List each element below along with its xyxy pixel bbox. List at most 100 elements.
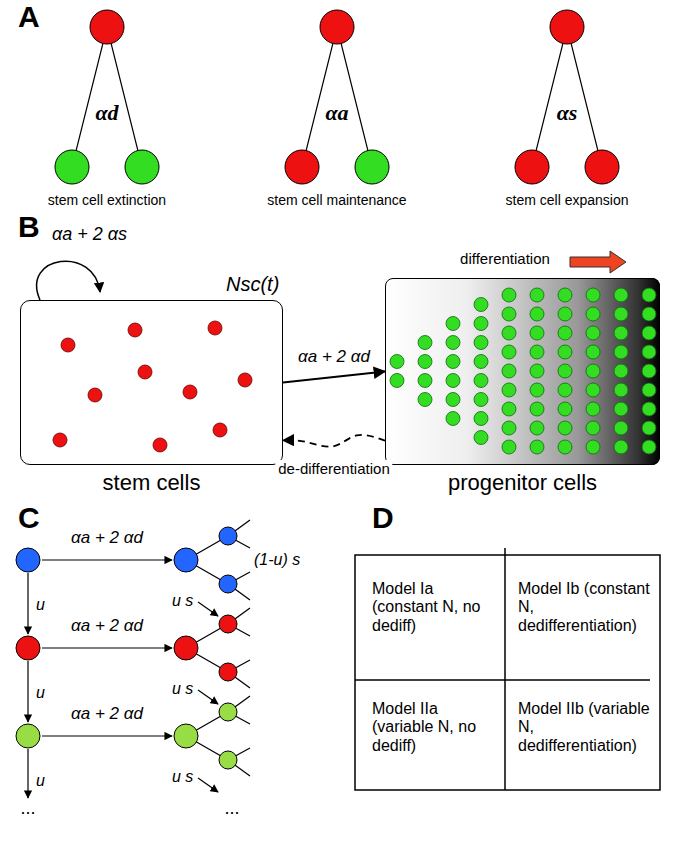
progenitor-dot [530, 364, 544, 378]
stem-cell-dot [213, 423, 227, 437]
rate-symbol: αs [557, 100, 578, 125]
progenitor-dot [530, 307, 544, 321]
math-label: u s [172, 680, 193, 698]
progenitor-dot [586, 364, 600, 378]
progenitor-dot [474, 298, 488, 312]
math-label: u [36, 772, 45, 790]
dashed-arrow [283, 435, 385, 447]
progenitor-dot [642, 364, 656, 378]
math-label: u s [172, 768, 193, 786]
progenitor-dot [418, 393, 432, 407]
tree-line [302, 27, 337, 167]
progenitor-dot [446, 374, 460, 388]
progenitor-dot [614, 326, 628, 340]
clone-cell [219, 575, 237, 593]
clone-cell [174, 636, 198, 660]
division-arrow [42, 559, 172, 560]
progenitor-dot [446, 317, 460, 331]
lineage-cells [16, 527, 237, 769]
division-arrow [42, 647, 172, 648]
panel-letter: A [18, 2, 40, 32]
progenitor-dot [558, 402, 572, 416]
table-cell: Model IIa (variable N, no dediff) [372, 700, 482, 755]
progenitor-dot [446, 355, 460, 369]
progenitor-dot [502, 440, 516, 454]
flow-arrow [283, 372, 385, 383]
progenitor-dot [586, 288, 600, 302]
model-table [355, 548, 660, 790]
stem-cell [515, 150, 549, 184]
self-renewal-arrow [37, 261, 100, 300]
text-label: stem cell extinction [48, 192, 166, 208]
mutation-arrow [27, 749, 28, 798]
compartment-box: progenitor cells [385, 278, 660, 465]
differentiation-arrow [570, 251, 626, 273]
population-size: Nsc(t) [226, 273, 279, 296]
progenitor-dot [642, 345, 656, 359]
progenitor-dot [614, 440, 628, 454]
clone-cell [219, 751, 237, 769]
progenitor-dot [530, 288, 544, 302]
progenitor-dot [502, 421, 516, 435]
progenitor-dot [418, 336, 432, 350]
mutation-arrow [27, 661, 28, 722]
progenitor-dot [642, 440, 656, 454]
progenitor-dot [586, 345, 600, 359]
stem-cell-dot [153, 438, 167, 452]
progenitor-dot [586, 440, 600, 454]
progenitor-dot [530, 345, 544, 359]
tree-line [72, 27, 107, 167]
stem-cell [320, 10, 354, 44]
progenitor-dot [642, 402, 656, 416]
clone-cell [219, 663, 237, 681]
progenitor-cell [125, 150, 159, 184]
clone-cell [16, 548, 40, 572]
progenitor-dot [642, 288, 656, 302]
stem-cell-dot [53, 433, 67, 447]
edge-label: αa + 2 αd [295, 347, 373, 367]
mutation-arrow [198, 778, 218, 792]
tree-line [107, 27, 142, 167]
progenitor-dot [502, 364, 516, 378]
progenitor-dot [558, 307, 572, 321]
progenitor-dot [642, 307, 656, 321]
progenitor-dot [558, 288, 572, 302]
progenitor-dot [614, 383, 628, 397]
progenitor-dot [530, 326, 544, 340]
math-label: u s [172, 592, 193, 610]
text-label: differentiation [460, 250, 550, 267]
progenitor-dot [614, 345, 628, 359]
stem-cell [550, 10, 584, 44]
progenitor-dot [586, 421, 600, 435]
rate-symbol: αd [95, 100, 118, 125]
progenitor-dot [530, 402, 544, 416]
clone-cell [16, 724, 40, 748]
progenitor-dot [642, 326, 656, 340]
progenitor-dot [614, 288, 628, 302]
progenitor-dot [474, 412, 488, 426]
math-label: (1-u) s [254, 551, 300, 569]
table-divider [504, 548, 506, 790]
progenitor-dot [502, 288, 516, 302]
math-label: αa + 2 αd [71, 528, 143, 548]
stem-cell-dot [128, 323, 142, 337]
progenitor-dot [614, 307, 628, 321]
table-cell: Model Ia (constant N, no dediff) [372, 580, 482, 635]
progenitor-dot [502, 307, 516, 321]
progenitor-dot [642, 421, 656, 435]
progenitor-dot [558, 326, 572, 340]
lineage-lines [28, 520, 250, 798]
progenitor-dot [446, 393, 460, 407]
progenitor-dot [614, 421, 628, 435]
stem-cell [90, 10, 124, 44]
clone-cell [16, 636, 40, 660]
progenitor-cell [355, 150, 389, 184]
stem-cell-dot [183, 385, 197, 399]
table-cell: Model IIb (variable N, dedifferentiation… [518, 700, 653, 755]
cell-circles [55, 10, 619, 184]
stem-cell-dot [208, 321, 222, 335]
progenitor-dots [390, 288, 656, 454]
progenitor-dot [586, 307, 600, 321]
progenitor-dot [474, 336, 488, 350]
